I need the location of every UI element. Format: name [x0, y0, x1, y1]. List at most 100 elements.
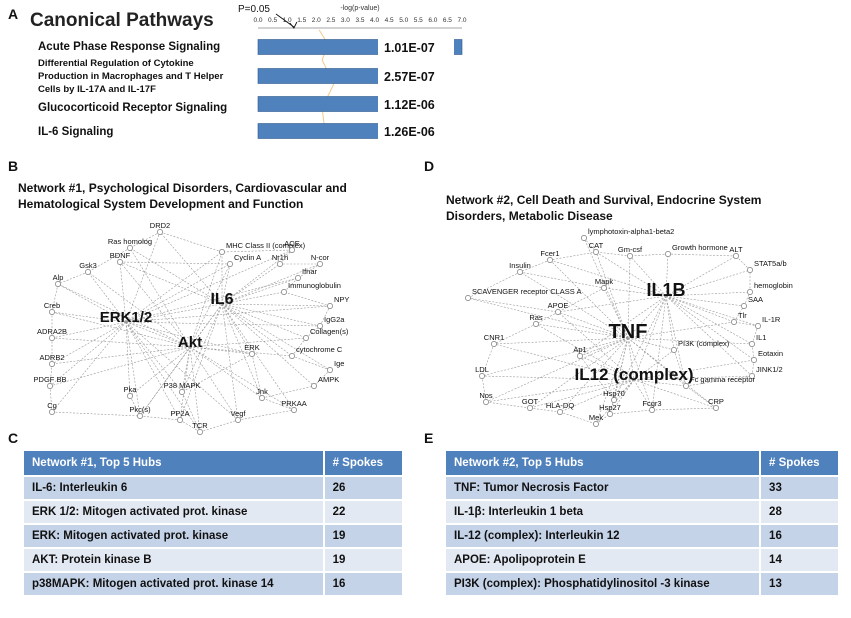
network-node-label: Insulin: [509, 261, 531, 270]
network-edge: [179, 346, 191, 421]
network-edge: [735, 255, 751, 271]
network-node-marker: [291, 407, 297, 413]
network-node-marker: [747, 267, 753, 273]
network-node-marker: [593, 421, 599, 427]
network-edge: [221, 303, 331, 371]
network-edge: [125, 321, 239, 421]
network-edge: [627, 295, 667, 339]
network-edge: [559, 379, 635, 413]
network-node-label: Ras: [529, 313, 543, 322]
table-header-spokes: # Spokes: [322, 451, 402, 475]
network-edge: [189, 303, 223, 348]
network2-title-line2: Disorders, Metabolic Disease: [446, 209, 613, 223]
network-edge: [519, 271, 605, 289]
network-node-marker: [557, 409, 563, 415]
network-node-label: Cg: [47, 401, 57, 410]
network-node-marker: [713, 405, 719, 411]
network-node-label: hemoglobin: [754, 281, 793, 290]
x-tick-label: 6.5: [443, 17, 452, 24]
spoke-count: 19: [322, 549, 402, 571]
network-node-marker: [611, 397, 617, 403]
network-edge: [129, 231, 161, 249]
network-node-label: Cyclin A: [234, 253, 261, 262]
network-node-marker: [627, 253, 633, 259]
network-node-label: SCAVENGER receptor CLASS A: [472, 287, 582, 296]
network-edge: [549, 259, 667, 297]
network-node-label: lymphotoxin-alpha1-beta2: [588, 227, 674, 236]
category-label: IL-6 Signaling: [38, 126, 113, 138]
network-node-marker: [317, 261, 323, 267]
category-label: Glucocorticoid Receptor Signaling: [38, 102, 227, 114]
data-label-background: [378, 96, 454, 112]
network-node-label: Fcgr3: [642, 399, 661, 408]
network-edge: [665, 291, 751, 297]
network-edge: [665, 295, 755, 361]
network-node-label: Collagen(s): [310, 327, 349, 336]
network-edge: [179, 419, 201, 433]
network-edge: [51, 346, 191, 365]
category-label: Acute Phase Response Signaling: [38, 41, 220, 53]
network-node-label: SAA: [748, 295, 763, 304]
data-label: 2.57E-07: [384, 70, 435, 84]
network-node-label: PDGF BB: [34, 375, 67, 384]
network-node-label: ERK: [244, 343, 259, 352]
network-edge: [529, 379, 635, 409]
network-node-label: ADRA2B: [37, 327, 67, 336]
network-node-label: ADRB2: [39, 353, 64, 362]
network-edge: [291, 337, 307, 357]
network-node-label: HLA-DQ: [546, 401, 575, 410]
network-node-marker: [277, 261, 283, 267]
network-edge: [485, 379, 635, 403]
network-edge: [579, 337, 629, 357]
network-edge: [685, 385, 717, 409]
data-label-background: [378, 123, 454, 139]
network-node-label: CNR1: [484, 333, 504, 342]
network-edge: [51, 337, 191, 348]
network-node-marker: [157, 229, 163, 235]
network-edge: [221, 277, 299, 305]
network-node-marker: [577, 353, 583, 359]
network1-hubs-table: Network #1, Top 5 Hubs # Spokes IL-6: In…: [24, 449, 402, 597]
network-node-label: IL1: [756, 333, 766, 342]
x-tick-label: 2.5: [326, 17, 335, 24]
network-hub-label: Akt: [178, 334, 202, 351]
network-edge: [319, 305, 331, 327]
network-edge: [467, 297, 559, 313]
data-label-background: [378, 68, 454, 84]
network-node-marker: [491, 341, 497, 347]
network-node-label: Fcer1: [540, 249, 559, 258]
network-hub-label: TNF: [609, 321, 648, 343]
network-node-label: Mapk: [595, 277, 614, 286]
network-node-label: BDNF: [110, 251, 131, 260]
network-edge: [559, 337, 629, 413]
network-edge: [633, 379, 653, 411]
network-edge: [51, 311, 127, 323]
network-edge: [519, 259, 551, 273]
network-edge: [651, 295, 667, 411]
network-edge: [159, 231, 223, 253]
network-node-marker: [127, 393, 133, 399]
network-edge: [579, 355, 635, 381]
x-tick-label: 5.5: [414, 17, 423, 24]
spoke-count: 22: [322, 501, 402, 523]
network-edge: [467, 297, 629, 339]
table-header-spokes: # Spokes: [759, 451, 838, 475]
network2-title: Network #2, Cell Death and Survival, End…: [446, 192, 761, 224]
network-node-marker: [533, 321, 539, 327]
network-edge: [51, 321, 127, 339]
network-edge: [481, 343, 495, 377]
spoke-count: 19: [322, 525, 402, 547]
network-edge: [557, 311, 629, 339]
network-hub-label: IL12 (complex): [574, 365, 693, 384]
network-edge: [519, 271, 629, 339]
network-edge: [181, 353, 253, 393]
network-edge: [297, 263, 321, 279]
network-edge: [627, 337, 753, 345]
network-edge: [49, 363, 53, 387]
network-edge: [125, 263, 231, 323]
network-edge: [665, 295, 753, 345]
